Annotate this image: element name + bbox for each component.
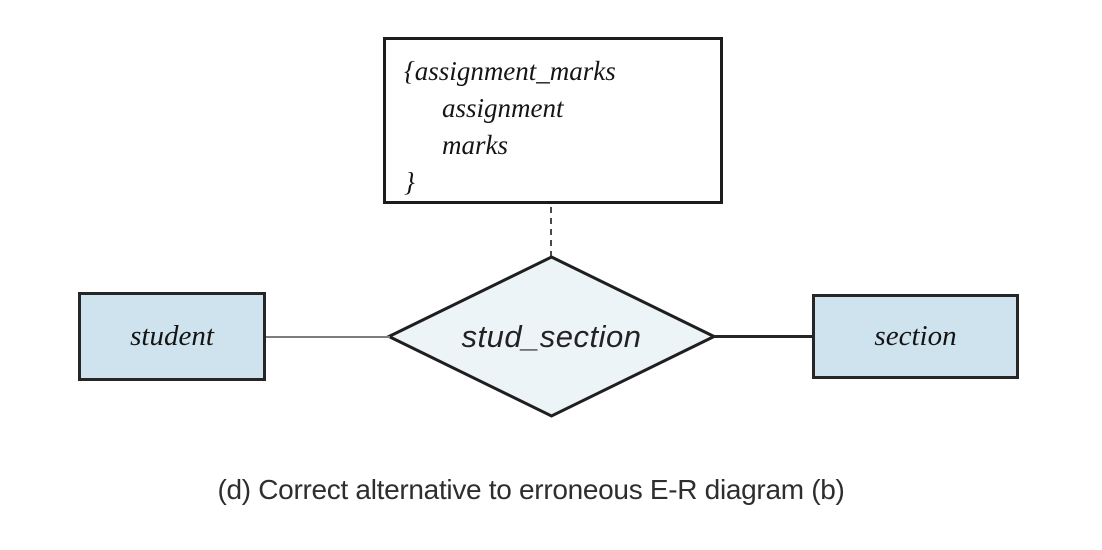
attribute-box: {assignment_marks assignment marks } <box>383 37 723 204</box>
attribute-line-close: } <box>404 167 415 197</box>
attribute-line-marks: marks <box>442 130 508 160</box>
attribute-line-assignment: assignment <box>442 93 564 123</box>
attribute-line-open: {assignment_marks <box>404 56 616 86</box>
diamond-svg <box>386 255 717 418</box>
figure-caption: (d) Correct alternative to erroneous E-R… <box>217 474 845 505</box>
diamond-shape <box>386 255 717 418</box>
dashed-attribute-connector <box>550 207 552 257</box>
connector-section-line <box>714 335 813 338</box>
connector-student-line <box>265 336 390 338</box>
entity-section: section <box>812 294 1019 379</box>
relationship-diamond <box>386 254 717 419</box>
relationship-label: stud_section <box>461 318 642 354</box>
entity-student: student <box>78 292 266 381</box>
